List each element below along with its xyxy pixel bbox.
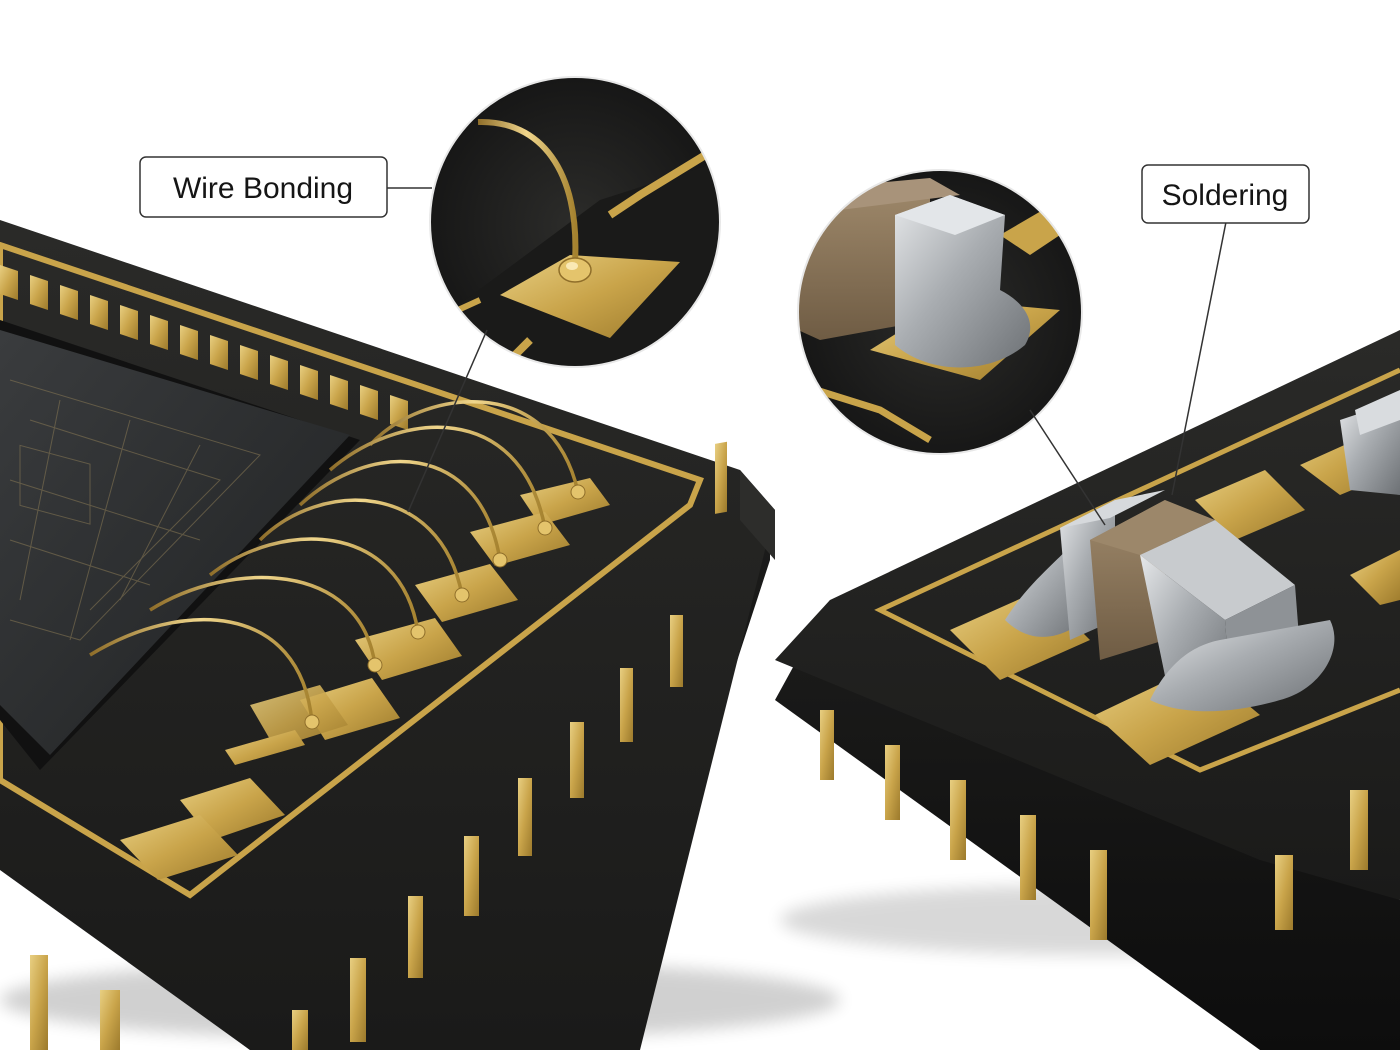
chip-package [0,220,840,1050]
edge-fingers [0,265,408,430]
zoom-ball-bond [558,257,592,283]
wire-bonding-callout: Wire Bonding [139,156,388,218]
smd-capacitor [1005,490,1335,712]
soldering-callout: Soldering [1141,164,1310,224]
side-pins [30,441,727,1050]
callout-lines [387,187,1227,526]
wire-bond-zoom-inset [428,75,722,369]
solder-zoom-inset [796,168,1084,456]
border-trace [0,241,704,899]
board-side-pins [820,710,1368,940]
background-capacitor [1340,390,1400,495]
zoom-bond-pad [500,255,680,338]
zoom-bond-wire [477,118,579,263]
zoom-solder-joint [895,195,1031,368]
ball-bonds [304,484,586,730]
bond-wires [89,400,580,723]
silicon-die [0,320,360,770]
wire-bonding-label: Wire Bonding [173,172,353,205]
smd-board [775,330,1400,1050]
board-trace [874,367,1400,773]
soldering-label: Soldering [1162,179,1289,212]
